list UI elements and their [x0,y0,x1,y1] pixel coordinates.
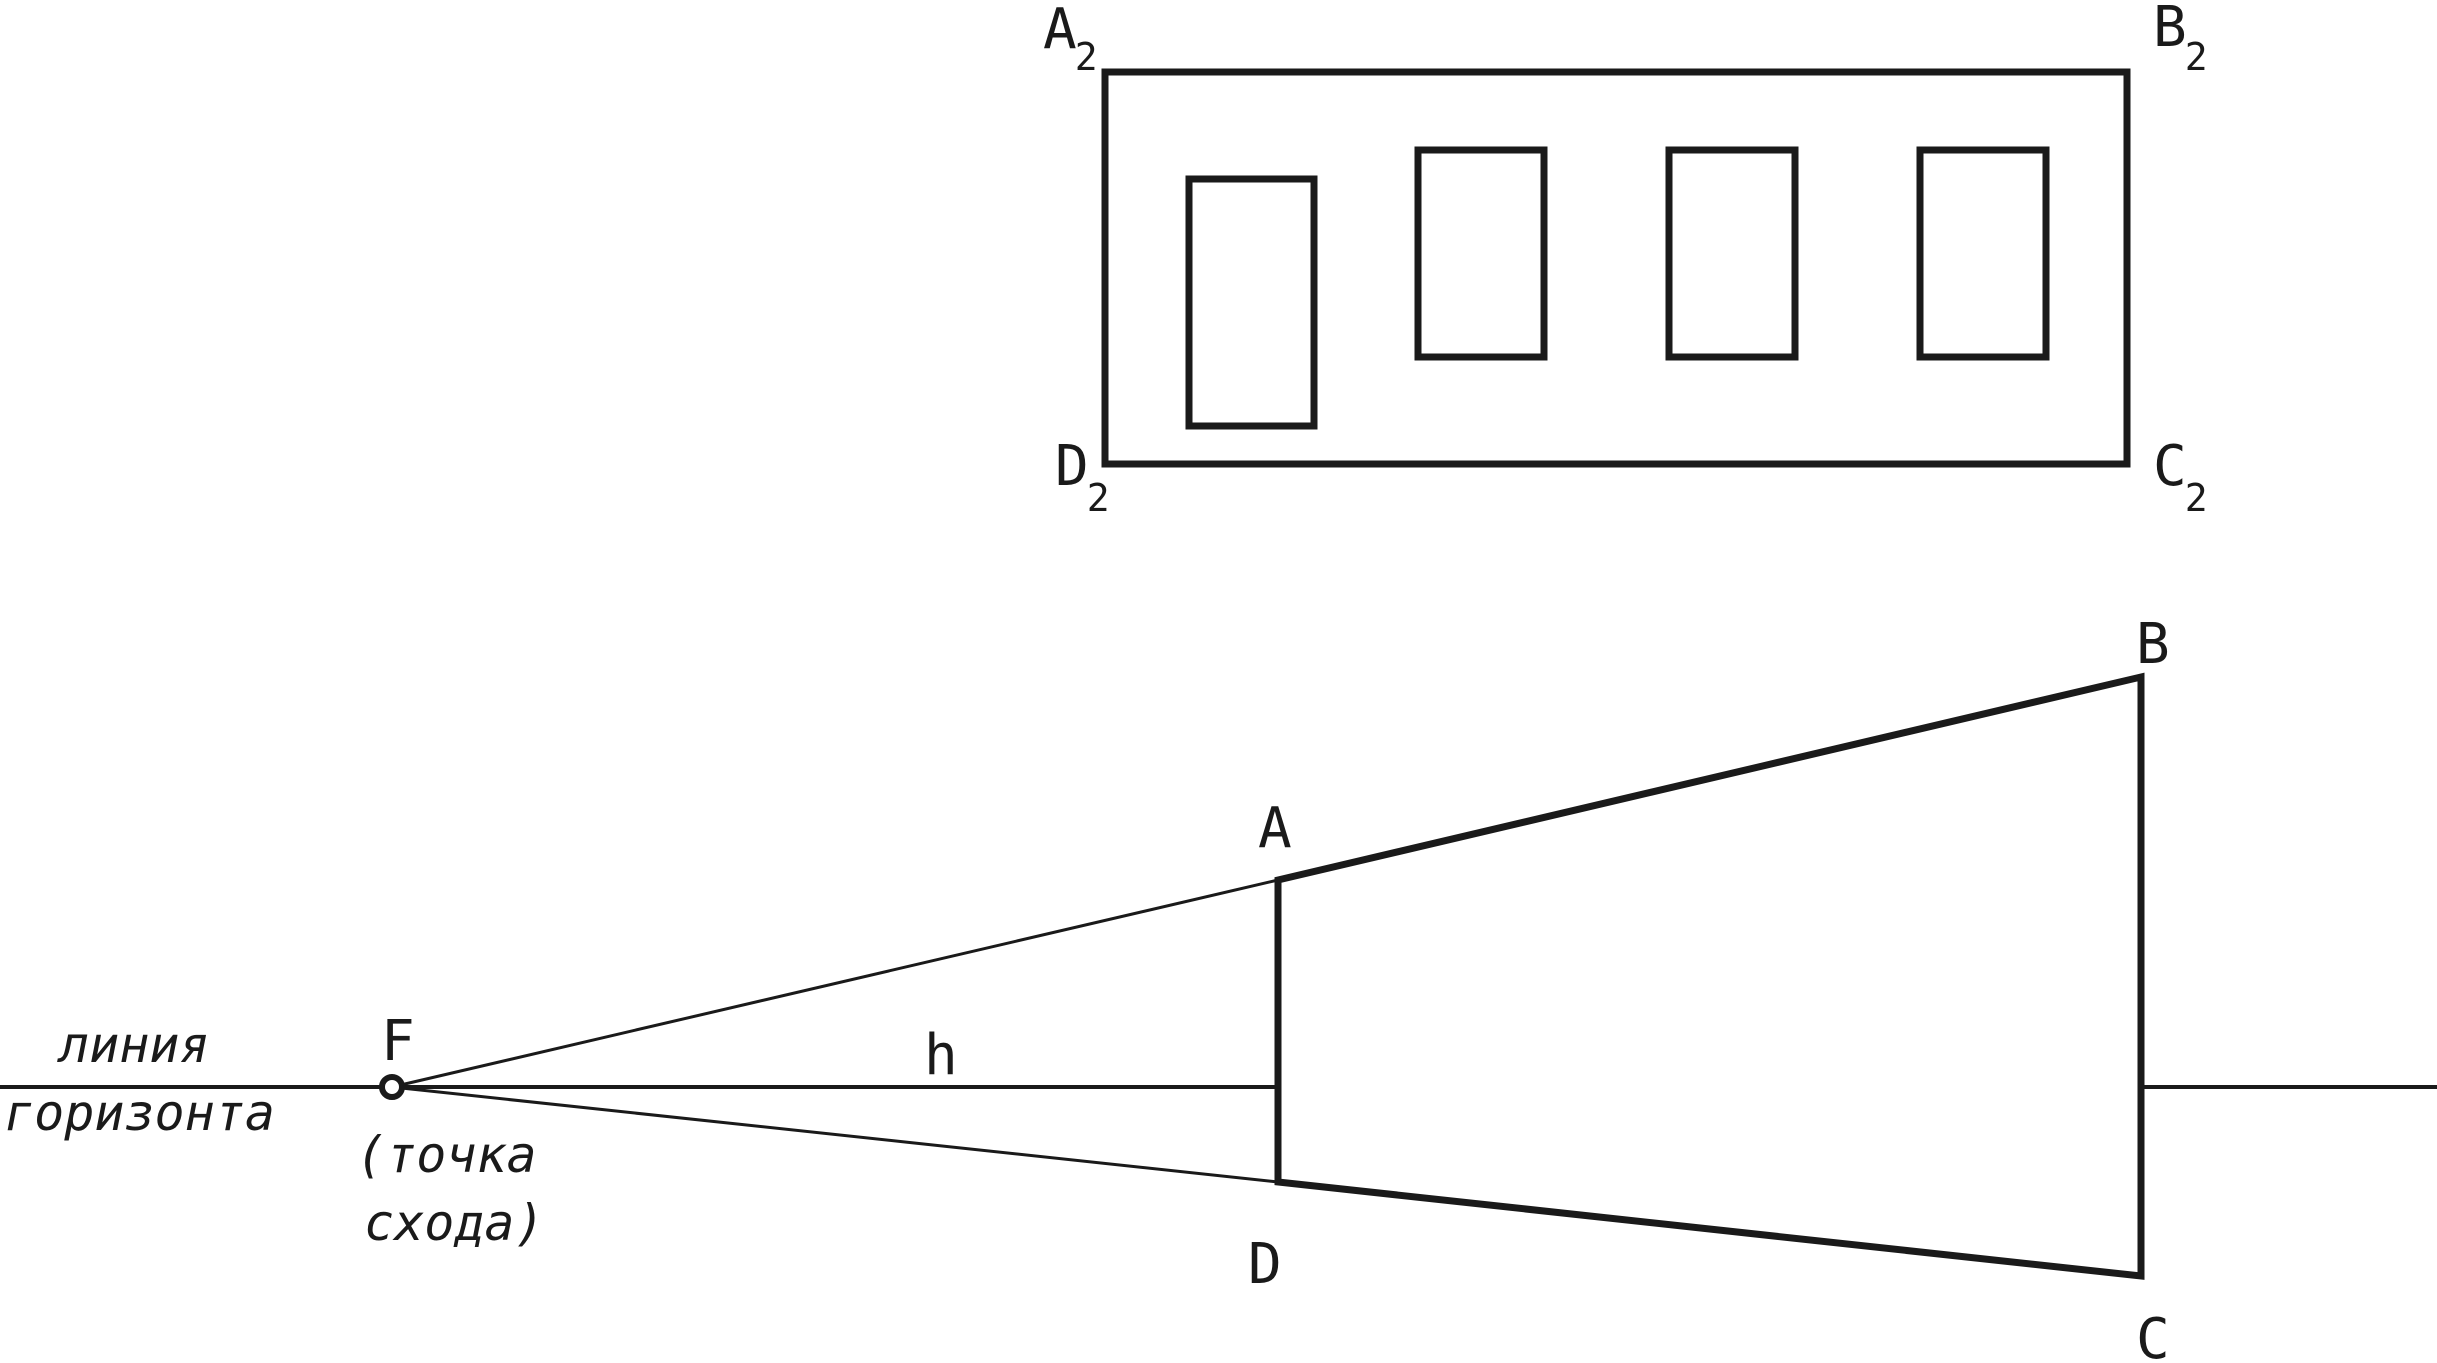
label-d2: D2 [1055,434,1110,520]
vanishing-point-label-line1: (точка [356,1126,537,1184]
front-view-outline [1101,68,2131,468]
front-view [1101,68,2131,468]
label-a2: A2 [1043,0,1098,79]
perspective-wall [1274,672,2145,1280]
perspective-labels: A B C D F h линия горизонта (точка схода… [4,612,2170,1363]
door-window [1185,175,1318,430]
label-f: F [381,1009,415,1074]
label-b: B [2136,612,2170,677]
vanishing-point-marker [379,1074,405,1100]
label-c: C [2136,1307,2170,1363]
vanishing-point-label-line2: схода) [364,1194,545,1252]
label-h: h [924,1023,958,1088]
vanishing-rays [391,878,1279,1184]
label-a: A [1258,796,1292,861]
horizon-label-line2: горизонта [4,1084,275,1142]
horizon-label-line1: линия [57,1016,210,1074]
window-1 [1414,146,1548,361]
label-b2: B2 [2153,0,2208,79]
ray-f-to-a [391,878,1279,1089]
window-3 [1916,146,2050,361]
label-d: D [1248,1232,1282,1297]
front-view-labels: A2 B2 D2 C2 [1043,0,2208,520]
label-c2: C2 [2153,434,2208,520]
window-2 [1665,146,1799,361]
ray-f-to-d [391,1085,1279,1184]
